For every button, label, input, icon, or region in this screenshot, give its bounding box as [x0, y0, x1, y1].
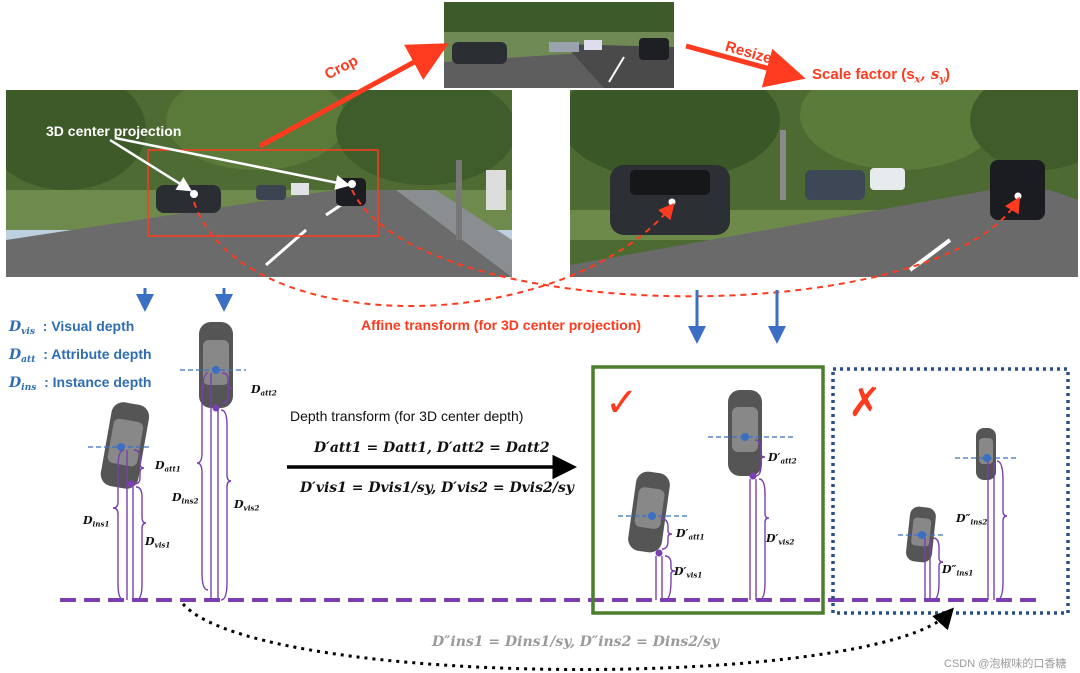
label-vis2-left: Dvis2	[234, 498, 260, 513]
label-ins1-right: D″ins1	[942, 563, 974, 578]
center-point	[668, 198, 676, 206]
right-resized-photo	[570, 90, 1078, 277]
car-right-2	[976, 428, 996, 480]
legend-instance-depth: Dins : Instance depth	[9, 374, 152, 394]
legend-attribute-depth: Datt : Attribute depth	[9, 346, 152, 366]
correct-box	[591, 365, 825, 615]
check-mark: ✓	[605, 381, 639, 425]
label-vis1-left: Dvis1	[145, 535, 171, 550]
label-vis2-mid: D′vis2	[766, 532, 795, 547]
top-cropped-photo	[444, 2, 674, 88]
watermark: CSDN @泡椒味的口香糖	[944, 658, 1067, 670]
label-ins2-left: Dins2	[172, 491, 199, 506]
label-att2-mid: D′att2	[768, 451, 797, 466]
equation-att: D′att1 = Datt1, D′att2 = Datt2	[314, 440, 550, 456]
center-point	[348, 180, 356, 188]
equation-vis: D′vis1 = Dvis1/sy, D′vis2 = Dvis2/sy	[300, 480, 574, 496]
scale-factor-label: Scale factor (sx, sy)	[812, 65, 950, 86]
label-vis1-mid: D′vis1	[674, 565, 703, 580]
depth-transform-label: Depth transform (for 3D center depth)	[290, 408, 524, 424]
instance-depth-curve	[181, 602, 955, 672]
crop-arrow	[258, 43, 449, 149]
affine-curve-2	[351, 189, 1021, 298]
cross-mark: ✗	[848, 381, 882, 425]
center-point	[1014, 192, 1022, 200]
affine-curve-1	[193, 201, 675, 307]
label-att2-left: Datt2	[251, 383, 277, 398]
affine-label: Affine transform (for 3D center projecti…	[361, 317, 642, 333]
label-ins1-left: Dins1	[83, 514, 110, 529]
car-left-1	[100, 402, 150, 489]
center-point	[190, 190, 198, 198]
equation-ins: D″ins1 = Dins1/sy, D″ins2 = Dins2/sy	[432, 634, 720, 650]
car-left-2	[199, 322, 233, 408]
label-att1-left: Datt1	[155, 459, 181, 474]
car-mid-1	[628, 471, 670, 553]
crop-box	[147, 149, 379, 237]
label-att1-mid: D′att1	[676, 527, 705, 542]
center-projection-label: 3D center projection	[46, 123, 182, 139]
resize-arrow	[685, 43, 806, 88]
legend-visual-depth: Dvis : Visual depth	[9, 318, 135, 338]
label-ins2-right: D″ins2	[956, 512, 988, 527]
